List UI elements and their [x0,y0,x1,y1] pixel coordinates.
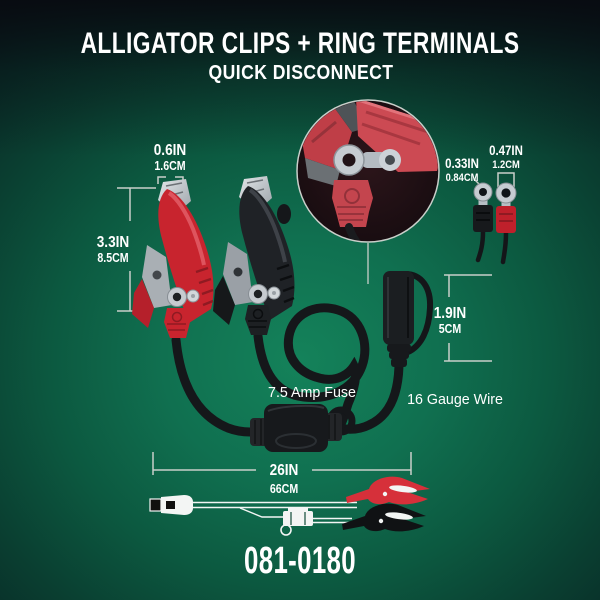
cable-wires [171,303,404,437]
part-number: 081-0180 [244,540,356,582]
dim-clip-length-bracket [117,187,156,312]
dim-large-ring-inches: 0.47IN [489,143,523,158]
schematic-fuse-loop [280,524,292,536]
quick-disconnect-inset [296,99,440,243]
dim-cable-inches: 26IN [269,462,299,479]
black-alligator-clip [213,176,295,335]
black-clip-wire-loop [253,303,370,429]
fuse-holder [250,404,342,452]
ring-terminal-black [473,182,493,263]
black-clip-body [239,186,295,320]
fuse-callout: 7.5 Amp Fuse [268,384,356,401]
dim-clip-jaw-inches: 0.6IN [153,142,187,159]
schematic-fuse [283,511,313,526]
dim-connector-bracket [444,274,492,362]
dim-clip-length-metric: 8.5CM [97,251,129,265]
schematic-red-clip [346,476,430,505]
dimension-lines [117,172,515,475]
ring-terminal-red [495,182,517,265]
dim-cable-metric: 66CM [269,482,299,496]
dim-connector-metric: 5CM [438,322,462,336]
schematic-black-clip [342,503,426,532]
red-alligator-clip [132,179,214,338]
dim-ring-width-bracket [497,172,515,187]
page-subtitle: QUICK DISCONNECT [208,62,394,84]
wire-gauge-callout: 16 Gauge Wire [407,391,503,408]
schematic-plug-tip [149,498,162,512]
dim-cable-bracket [152,452,412,475]
small-ring-terminals [473,182,517,265]
dim-large-ring-label: 0.47IN 1.2CM [489,143,523,172]
connector-handle [404,271,434,355]
dim-small-ring-inches: 0.33IN [445,156,479,171]
page-title: ALLIGATOR CLIPS + RING TERMINALS [80,27,520,60]
dim-small-ring-metric: 0.84CM [445,172,479,184]
dim-clip-jaw-label: 0.6IN 1.6CM [154,142,187,174]
dim-connector-inches: 1.9IN [433,305,467,322]
dim-connector-label: 1.9IN 5CM [434,305,467,337]
dim-clip-length-label: 3.3IN 8.5CM [97,234,130,266]
schematic-branch [239,507,283,518]
schematic-bottom-wire [313,517,352,524]
sae-connector [383,271,434,367]
red-clip-wire [171,335,255,437]
dim-large-ring-metric: 1.2CM [492,159,520,171]
dim-small-ring-label: 0.33IN 0.84CM [445,156,479,185]
dim-clip-jaw-metric: 1.6CM [154,159,186,173]
schematic-top-wire [193,501,357,509]
dim-clip-length-inches: 3.3IN [96,234,130,251]
red-clip-body [158,189,214,323]
cable-schematic [149,476,430,536]
schematic-connector [161,495,193,515]
